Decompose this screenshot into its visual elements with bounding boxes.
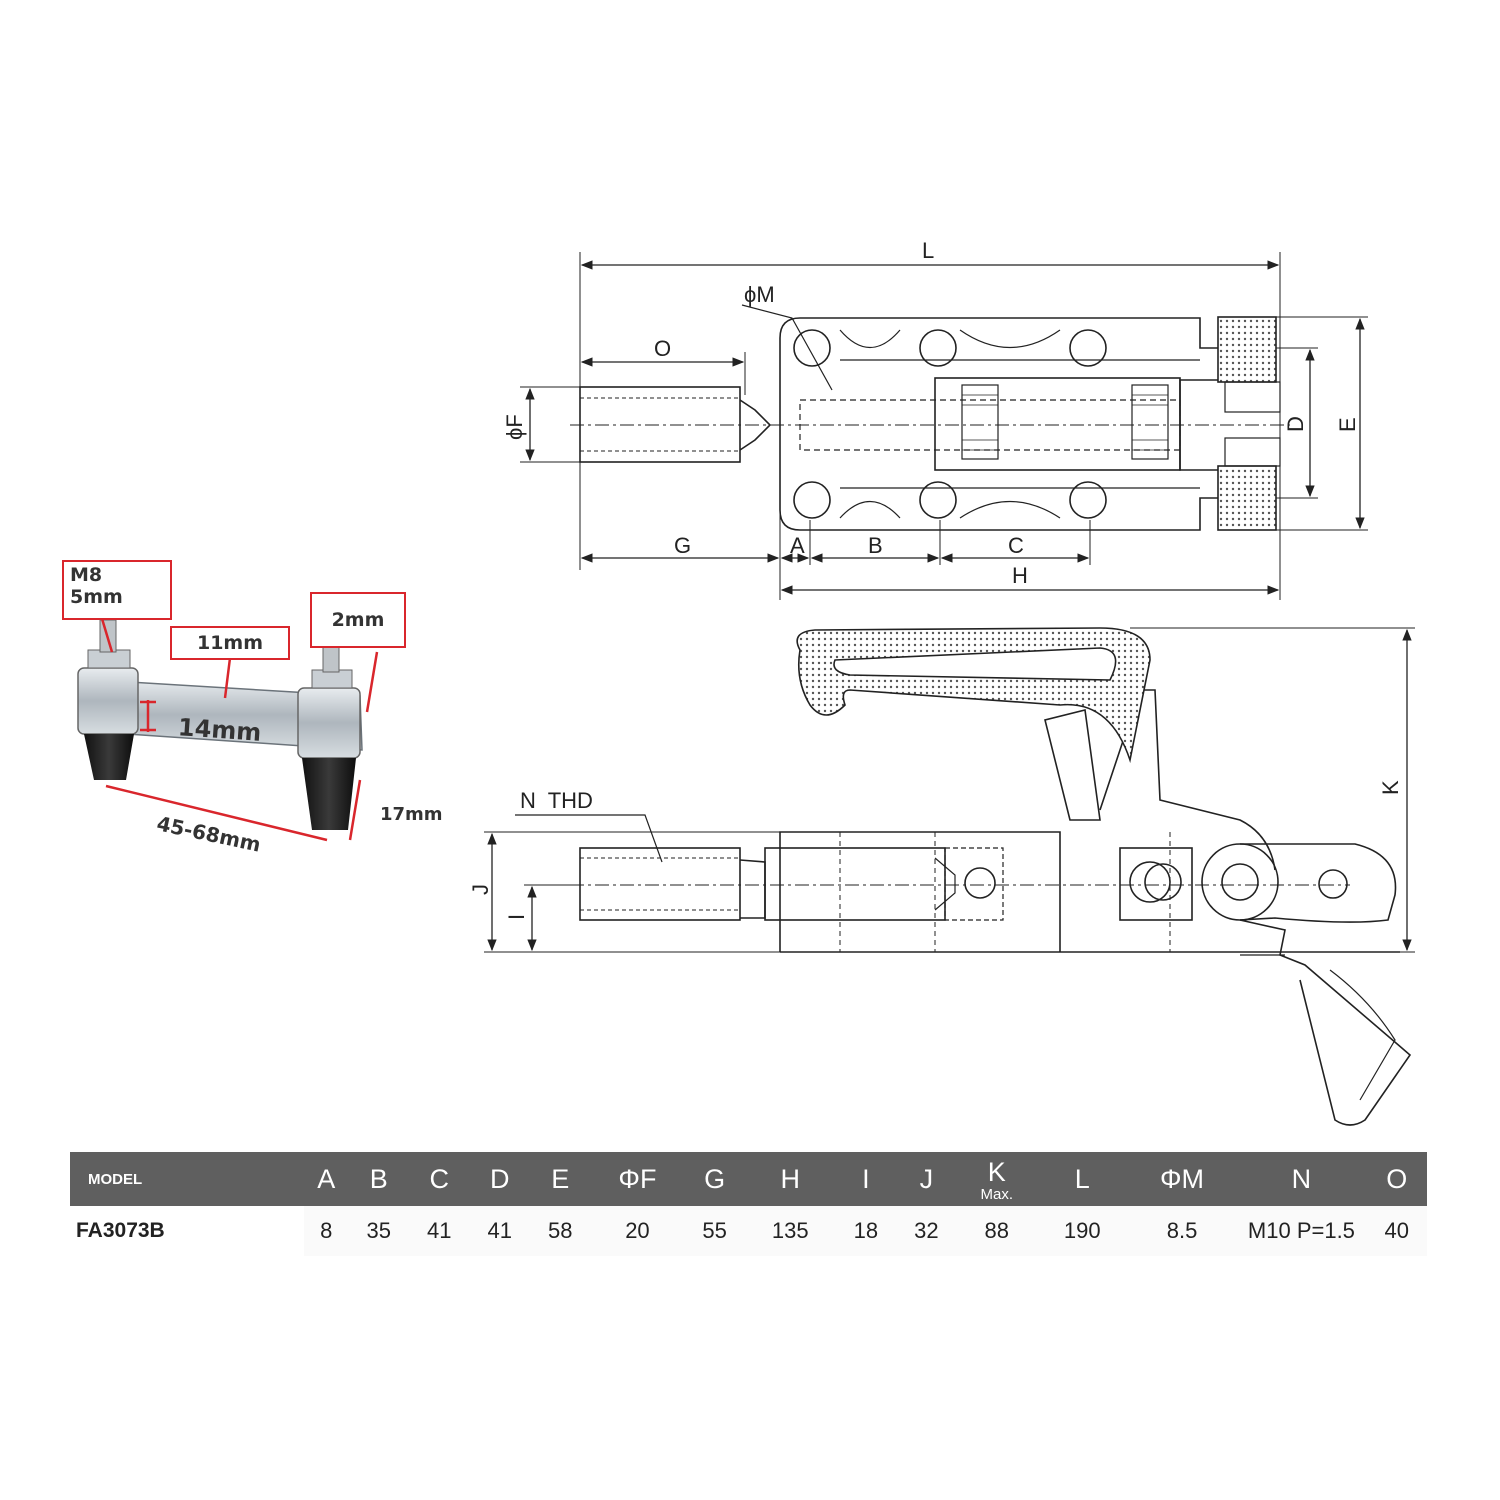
table-row: FA3073B 8 35 41 41 58 20 55 135 18 32 88… bbox=[70, 1206, 1427, 1256]
label-17mm: 17mm bbox=[380, 804, 443, 825]
col-e: E bbox=[529, 1152, 591, 1206]
col-j: J bbox=[896, 1152, 957, 1206]
cell-e: 58 bbox=[529, 1206, 591, 1256]
callout-m8: M8 5mm bbox=[62, 560, 172, 620]
cell-o: 40 bbox=[1366, 1206, 1427, 1256]
cell-l: 190 bbox=[1036, 1206, 1128, 1256]
col-h: H bbox=[744, 1152, 836, 1206]
technical-drawing: L ϕM O ϕF D E G A B C H N THD J I K bbox=[468, 238, 1415, 1126]
callout-2mm: 2mm bbox=[310, 592, 406, 648]
col-g: G bbox=[684, 1152, 745, 1206]
product-photo bbox=[77, 611, 379, 842]
cell-i: 18 bbox=[835, 1206, 897, 1256]
col-k-sub: Max. bbox=[980, 1185, 1013, 1203]
spec-table: MODEL A B C D E ΦF G H I J K Max. L ΦM N… bbox=[70, 1152, 1427, 1256]
col-n: N bbox=[1236, 1152, 1367, 1206]
cell-g: 55 bbox=[684, 1206, 745, 1256]
cell-d: 41 bbox=[469, 1206, 530, 1256]
top-view bbox=[520, 252, 1368, 600]
cell-a: 8 bbox=[304, 1206, 349, 1256]
cell-n: M10 P=1.5 bbox=[1236, 1206, 1367, 1256]
cell-h: 135 bbox=[744, 1206, 836, 1256]
label-phiM: ϕM bbox=[744, 282, 775, 307]
col-d: D bbox=[469, 1152, 530, 1206]
col-a: A bbox=[304, 1152, 349, 1206]
label-D: D bbox=[1283, 416, 1308, 432]
label-J: J bbox=[468, 884, 493, 895]
col-k-label: K bbox=[987, 1156, 1006, 1187]
label-G: G bbox=[674, 533, 691, 558]
label-14mm: 14mm bbox=[177, 713, 263, 747]
side-view bbox=[484, 627, 1415, 1126]
label-B: B bbox=[868, 533, 883, 558]
label-C: C bbox=[1008, 533, 1024, 558]
col-l: L bbox=[1036, 1152, 1128, 1206]
label-H: H bbox=[1012, 563, 1028, 588]
col-b: B bbox=[348, 1152, 409, 1206]
cell-c: 41 bbox=[408, 1206, 470, 1256]
callout-m8-thread: M8 bbox=[70, 564, 103, 586]
label-K: K bbox=[1378, 780, 1403, 795]
cell-phim: 8.5 bbox=[1127, 1206, 1237, 1256]
label-A: A bbox=[790, 533, 805, 558]
spec-header-row: MODEL A B C D E ΦF G H I J K Max. L ΦM N… bbox=[70, 1152, 1427, 1206]
col-model: MODEL bbox=[70, 1152, 304, 1206]
col-phim: ΦM bbox=[1127, 1152, 1237, 1206]
col-o: O bbox=[1366, 1152, 1427, 1206]
cell-j: 32 bbox=[896, 1206, 957, 1256]
col-c: C bbox=[408, 1152, 470, 1206]
col-k: K Max. bbox=[956, 1152, 1037, 1206]
callout-m8-length: 5mm bbox=[70, 586, 123, 608]
col-phif: ΦF bbox=[590, 1152, 685, 1206]
cell-model: FA3073B bbox=[70, 1206, 304, 1256]
label-O: O bbox=[654, 336, 671, 361]
cell-phif: 20 bbox=[590, 1206, 685, 1256]
label-N-THD: N THD bbox=[520, 788, 593, 813]
label-E: E bbox=[1335, 417, 1360, 432]
cell-k: 88 bbox=[956, 1206, 1037, 1256]
callout-11mm: 11mm bbox=[170, 626, 290, 660]
label-L: L bbox=[922, 238, 934, 263]
label-phiF: ϕF bbox=[502, 414, 527, 440]
cell-b: 35 bbox=[348, 1206, 409, 1256]
label-I: I bbox=[504, 914, 529, 920]
col-i: I bbox=[835, 1152, 897, 1206]
